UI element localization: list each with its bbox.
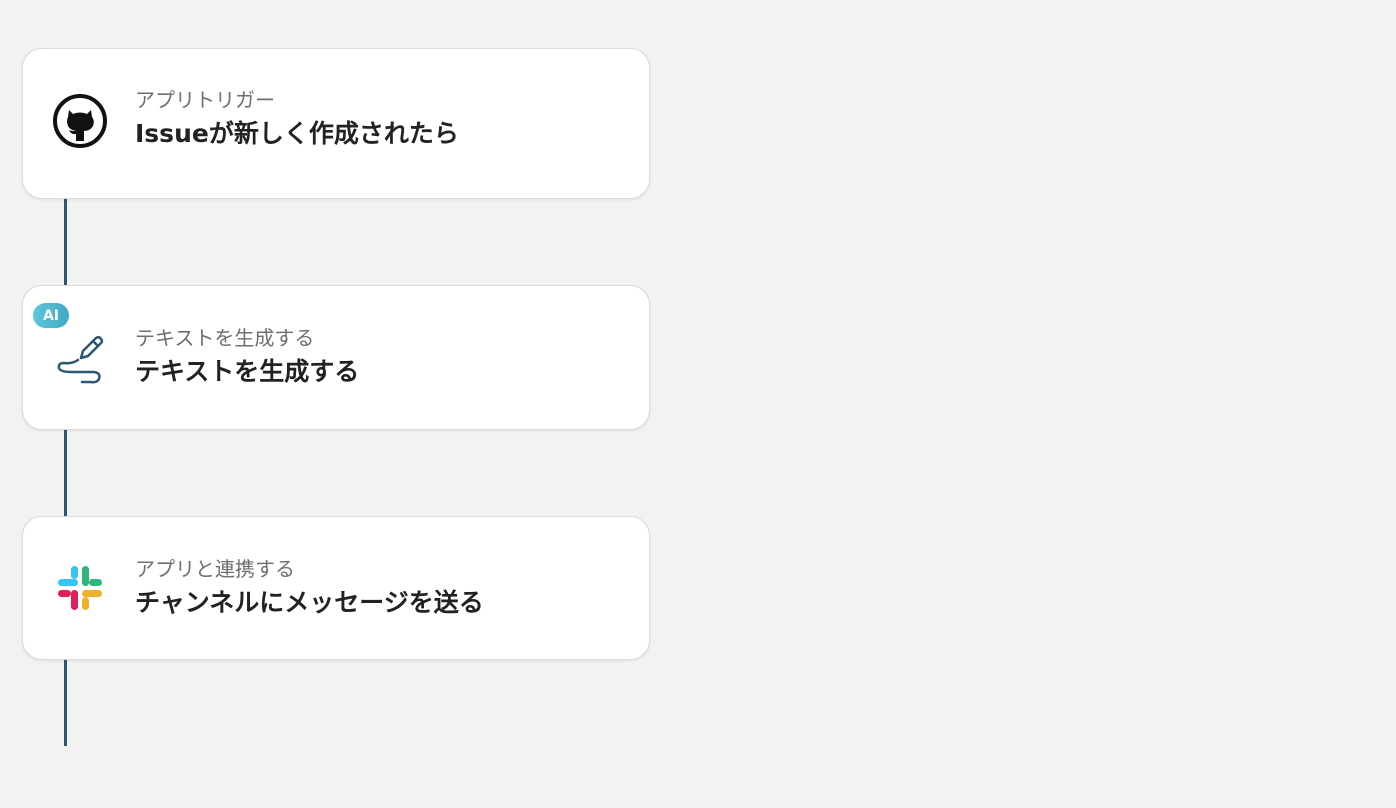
connector-line-1 xyxy=(64,198,67,286)
connector-line-3 xyxy=(64,659,67,746)
step-title: Issueが新しく作成されたら xyxy=(135,119,459,148)
connector-line-2 xyxy=(64,429,67,517)
ai-badge: AI xyxy=(33,303,69,328)
step-text-group: テキストを生成する テキストを生成する xyxy=(135,325,359,389)
flow-step-ai-text-card[interactable]: AI テキストを生成する テキストを生成する xyxy=(22,285,650,430)
step-type-label: テキストを生成する xyxy=(135,326,315,350)
flow-step-slack-card[interactable]: アプリと連携する チャンネルにメッセージを送る xyxy=(22,516,650,660)
pen-write-icon xyxy=(51,329,109,387)
step-title: テキストを生成する xyxy=(135,357,360,386)
step-type-label: アプリと連携する xyxy=(135,557,295,581)
step-text-group: アプリトリガー Issueが新しく作成されたら xyxy=(135,87,459,151)
step-text-group: アプリと連携する チャンネルにメッセージを送る xyxy=(135,556,484,620)
flow-step-trigger-card[interactable]: アプリトリガー Issueが新しく作成されたら xyxy=(22,48,650,199)
slack-icon xyxy=(51,559,109,617)
step-title: チャンネルにメッセージを送る xyxy=(135,588,484,617)
github-icon xyxy=(51,92,109,150)
step-type-label: アプリトリガー xyxy=(135,88,275,112)
